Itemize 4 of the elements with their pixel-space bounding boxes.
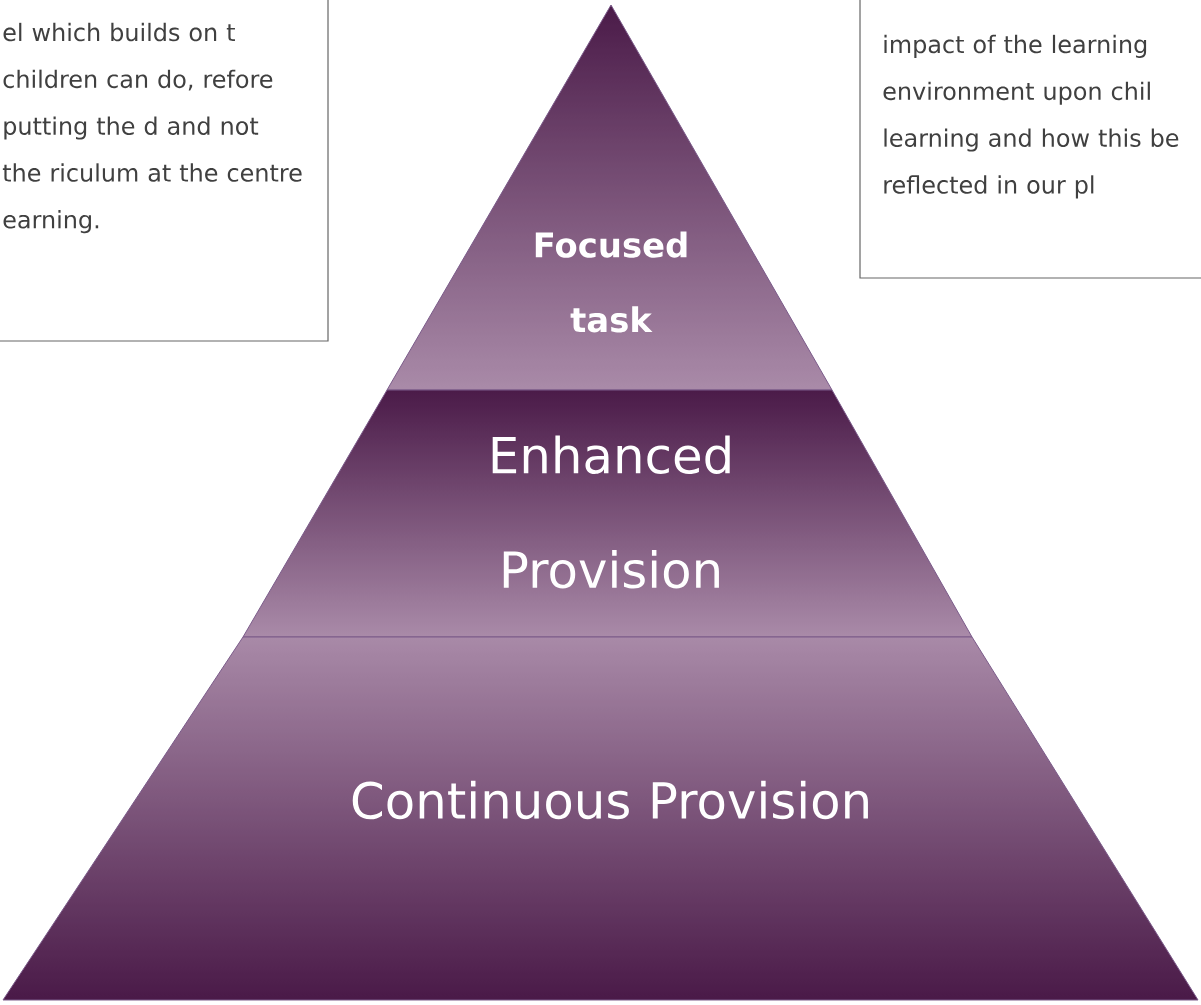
text-box: el which builds on t children can do, refore putting the d and not the riculum at the centre earning. bbox=[0, 0, 329, 342]
pyramid-layer: Enhanced Provision bbox=[242, 389, 973, 638]
text-box: impact of the learning environment upon chil learning and how this be reflected in our pl bbox=[859, 0, 1201, 279]
pyramid-layer: Focused task bbox=[386, 4, 833, 391]
